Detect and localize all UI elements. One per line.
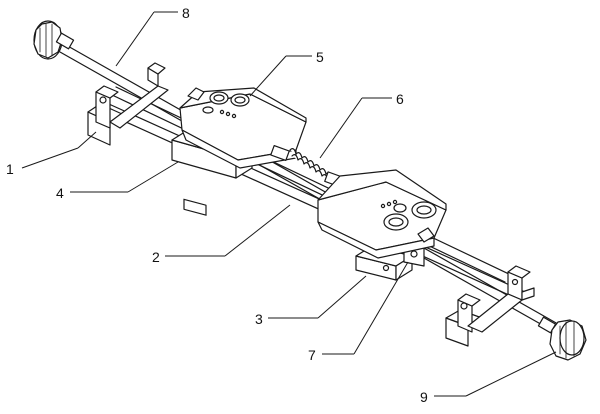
left-bracket [87, 62, 166, 146]
right-bracket [445, 265, 535, 347]
lower-carriage [317, 169, 447, 281]
callout-4: 4 [56, 185, 64, 201]
leader-1 [21, 147, 79, 169]
callout-5: 5 [316, 49, 324, 65]
callout-8: 8 [182, 5, 190, 21]
callout-2: 2 [152, 249, 160, 265]
callout-7: 7 [308, 347, 316, 363]
guide-rail-lower [94, 99, 526, 301]
callout-labels: 1 2 3 4 5 6 7 8 9 [6, 5, 428, 405]
callout-6: 6 [396, 91, 404, 107]
left-knob [33, 20, 75, 60]
callout-3: 3 [255, 311, 263, 327]
leader-lines [21, 11, 557, 397]
guide-rail-middle [109, 86, 512, 283]
right-knob [537, 316, 587, 361]
spring-connector [270, 144, 342, 187]
base-plate [109, 85, 169, 129]
callout-9: 9 [420, 389, 428, 405]
callout-1: 1 [6, 161, 14, 177]
upper-carriage [171, 87, 307, 216]
